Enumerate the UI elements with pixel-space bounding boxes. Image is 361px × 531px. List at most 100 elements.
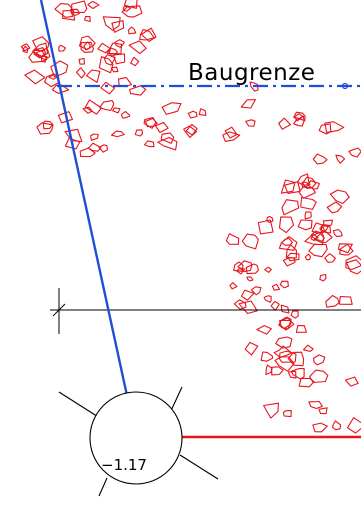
gravel-stone (103, 54, 116, 66)
gravel-stone (50, 60, 69, 78)
gravel-stone (326, 201, 343, 214)
gravel-stone (123, 0, 138, 9)
gravel-stone (287, 252, 300, 262)
gravel-stone (260, 351, 274, 362)
height-marker-icon (58, 386, 219, 497)
gravel-stone (287, 351, 305, 367)
gravel-stone (58, 44, 67, 52)
gravel-stone (302, 344, 314, 352)
gravel-stone (157, 136, 178, 151)
gravel-stone (24, 69, 46, 85)
gravel-stone (338, 295, 353, 305)
gravel-stone (130, 56, 140, 67)
gravel-stone (64, 137, 81, 150)
gravel-stone (300, 196, 317, 210)
gravel-stone (64, 128, 83, 143)
gravel-stone (312, 354, 326, 366)
gravel-stone (20, 43, 31, 52)
gravel-stone (278, 117, 292, 130)
gravel-stone (42, 120, 54, 130)
gravel-stone (331, 420, 342, 431)
gravel-stone (337, 243, 353, 254)
level-marker-value: −1.17 (101, 456, 147, 474)
gravel-stone (324, 253, 336, 263)
gravel-stone (278, 350, 297, 363)
gravel-stone (241, 233, 259, 250)
gravel-stone (281, 237, 293, 246)
gravel-stone (57, 111, 74, 124)
gravel-stone (324, 121, 345, 133)
gravel-stone (271, 283, 281, 291)
gravel-stone (240, 99, 256, 109)
gravel-stone (256, 325, 272, 335)
gravel-stone (75, 67, 86, 79)
gravel-stone (140, 27, 157, 42)
gravel-stone (308, 400, 323, 410)
gravel-stone (290, 310, 299, 319)
gravel-stone (71, 0, 88, 13)
gravel-stone (108, 47, 118, 56)
gravel-stone (266, 215, 274, 223)
gravel-stone (263, 295, 272, 303)
gravel-stone (187, 110, 198, 119)
gravel-stone (312, 153, 328, 165)
gravel-stone (249, 81, 259, 92)
gravel-stone (346, 417, 361, 434)
gravel-stone (332, 228, 343, 238)
gravel-stone (79, 147, 96, 158)
gravel-stone (111, 66, 119, 73)
gravel-stone (339, 243, 354, 256)
gravel-stone (285, 244, 297, 259)
gravel-stone (245, 119, 256, 127)
gravel-stone (121, 5, 143, 18)
gravel-stone (275, 336, 293, 349)
gravel-stone (82, 106, 93, 114)
gravel-stone (345, 255, 361, 271)
gravel-stone (236, 267, 246, 275)
gravel-stone (270, 300, 280, 311)
gravel-stone (287, 370, 297, 379)
gravel-stone (90, 133, 99, 141)
gravel-stone (225, 233, 240, 245)
gravel-stone (280, 304, 290, 314)
gravel-stone (224, 126, 238, 139)
gravel-stone (244, 341, 259, 356)
gravel-stone (295, 325, 307, 333)
gravel-stone (222, 131, 241, 142)
gravel-stone (304, 253, 312, 261)
gravel-stone (111, 20, 125, 33)
gravel-stone (41, 55, 48, 63)
gravel-stone (134, 129, 144, 137)
gravel-stone (183, 125, 198, 139)
gravel-stone (279, 280, 289, 289)
gravel-stone (297, 173, 310, 187)
property-boundary-line[interactable] (39, 0, 138, 438)
gravel-stone (85, 69, 101, 83)
gravel-stone (257, 219, 274, 235)
gravel-stone (198, 108, 207, 116)
gravel-stone (84, 99, 102, 115)
gravel-stone (246, 276, 254, 282)
gravel-stone (274, 356, 295, 372)
gravel-stone (62, 9, 76, 21)
gravel-stone (229, 282, 238, 290)
gravel-stone (128, 40, 147, 55)
baugrenze-end-marker (341, 82, 349, 90)
gravel-stone (273, 345, 293, 359)
level-marker[interactable]: −1.17 (58, 386, 219, 497)
gravel-stone (329, 189, 350, 205)
gravel-stone (114, 39, 125, 48)
gravel-stone (129, 85, 147, 96)
gravel-stone (238, 300, 258, 315)
gravel-stone (161, 102, 182, 115)
gravel-stone (284, 181, 301, 194)
gravel-stone (319, 273, 327, 282)
gravel-stone (265, 364, 273, 376)
gravel-stone (87, 142, 102, 152)
gravel-stone (308, 243, 328, 258)
gravel-stone (263, 402, 279, 419)
gravel-stone (278, 216, 295, 234)
gravel-stone (344, 376, 359, 387)
